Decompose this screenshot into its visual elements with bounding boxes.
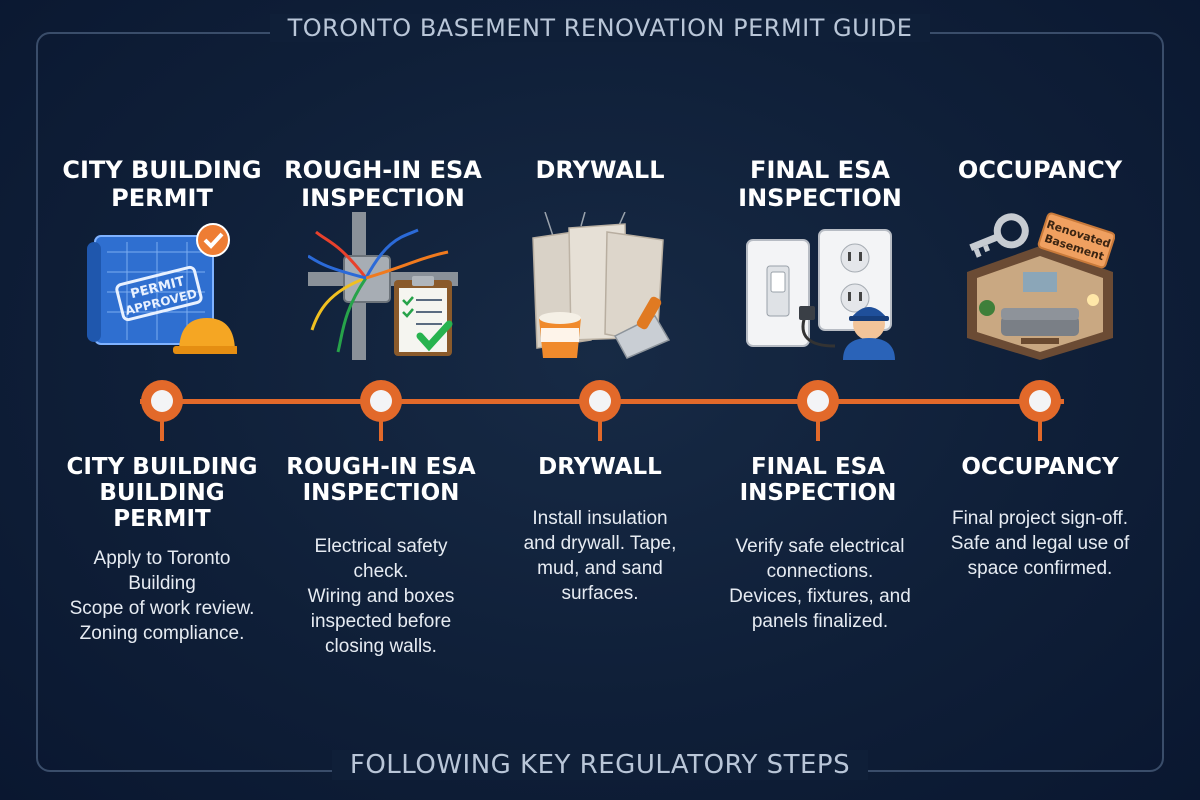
timeline-node-2 [360, 380, 402, 422]
timeline-node-1 [141, 380, 183, 422]
timeline-node-5 [1019, 380, 1061, 422]
drywall-panels-icon [525, 212, 675, 360]
step-5-description: Final project sign-off.Safe and legal us… [950, 508, 1130, 579]
outlet-inspector-icon [745, 212, 895, 360]
guide-title: TORONTO BASEMENT RENOVATION PERMIT GUIDE [0, 14, 1200, 42]
step-5-title: OCCUPANCY [957, 156, 1123, 184]
blueprint-permit-icon: PERMIT APPROVED [87, 212, 237, 360]
timeline-stem-3 [598, 421, 602, 441]
guide-footer: FOLLOWING KEY REGULATORY STEPS [0, 750, 1200, 780]
step-5-subtitle: OCCUPANCY [961, 454, 1119, 480]
timeline-stem-1 [160, 421, 164, 441]
timeline-stem-5 [1038, 421, 1042, 441]
timeline-node-3 [579, 380, 621, 422]
step-3-subtitle: DRYWALL [538, 454, 662, 480]
timeline-stem-2 [379, 421, 383, 441]
timeline-stem-4 [816, 421, 820, 441]
step-3-title: DRYWALL [535, 156, 665, 184]
wiring-checklist-icon [308, 212, 458, 360]
key-basement-icon: Renovated Basement [965, 212, 1115, 360]
timeline-node-4 [797, 380, 839, 422]
